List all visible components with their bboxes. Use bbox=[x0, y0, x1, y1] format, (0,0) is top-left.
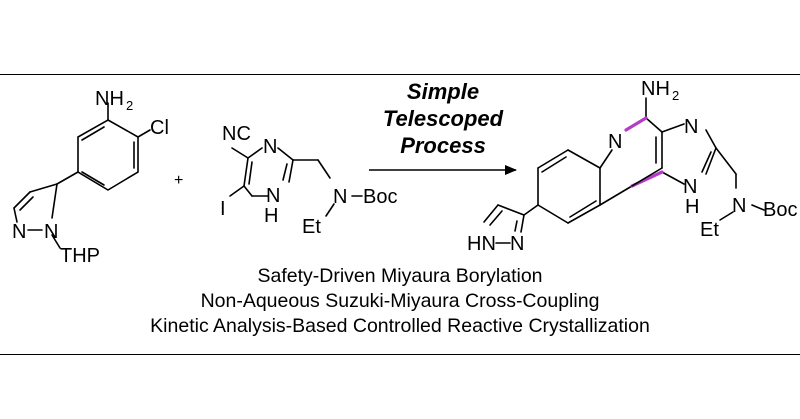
product-imidazole-nh-n: N bbox=[683, 176, 697, 198]
reactant-1-halide: Cl bbox=[150, 117, 169, 139]
reactant-1-benzene-ring bbox=[77, 119, 139, 191]
product-pyrazole-nh: HN bbox=[467, 233, 496, 255]
reactant-2-ring-nh-h: H bbox=[264, 205, 278, 227]
product-imidazole-nh-h: H bbox=[685, 196, 699, 218]
reactant-2-iodide: I bbox=[220, 198, 226, 220]
product-ethyl: Et bbox=[700, 219, 719, 241]
reactant-2-protecting-group: Boc bbox=[363, 186, 397, 208]
reactant-2-ethyl: Et bbox=[302, 216, 321, 238]
reactant-1-protecting-group: THP bbox=[60, 245, 100, 267]
reactant-2-structure bbox=[229, 147, 363, 217]
caption-line-3: Kinetic Analysis-Based Controlled Reacti… bbox=[150, 315, 650, 337]
bottom-rule bbox=[0, 354, 800, 355]
reactant-1-structure bbox=[13, 102, 151, 249]
process-label-line-3: Process bbox=[400, 133, 486, 158]
process-label: Simple Telescoped Process bbox=[383, 79, 504, 158]
caption-line-2: Non-Aqueous Suzuki-Miyaura Cross-Couplin… bbox=[200, 290, 600, 312]
highlight-bond-cn bbox=[624, 116, 648, 132]
reactant-1-pyrazole-n-thp: N bbox=[44, 221, 58, 243]
process-label-line-1: Simple bbox=[407, 79, 479, 104]
product-quinoline-n: N bbox=[608, 131, 622, 153]
product-amine-subscript: 2 bbox=[672, 88, 679, 103]
reactant-1-pyrazole-n: N bbox=[12, 221, 26, 243]
product-pyrazole-n: N bbox=[510, 233, 524, 255]
process-label-line-2: Telescoped bbox=[383, 106, 504, 131]
plus-sign: + bbox=[174, 172, 183, 189]
product-amine: NH bbox=[641, 78, 670, 100]
product-imidazole-n: N bbox=[684, 116, 698, 138]
caption-line-1: Safety-Driven Miyaura Borylation bbox=[257, 265, 543, 287]
reactant-2-ring-n: N bbox=[263, 136, 277, 158]
product-protecting-group: Boc bbox=[763, 199, 797, 221]
reactant-2-amine-n: N bbox=[333, 186, 347, 208]
top-rule bbox=[0, 74, 800, 75]
product-amine-n: N bbox=[732, 195, 746, 217]
reactant-1-amine-subscript: 2 bbox=[126, 98, 133, 113]
reactant-2-ring-nh-n: N bbox=[266, 185, 280, 207]
reactant-2-nitrile: NC bbox=[222, 123, 251, 145]
product-structure bbox=[483, 97, 765, 244]
reactant-1-amine: NH bbox=[95, 88, 124, 110]
